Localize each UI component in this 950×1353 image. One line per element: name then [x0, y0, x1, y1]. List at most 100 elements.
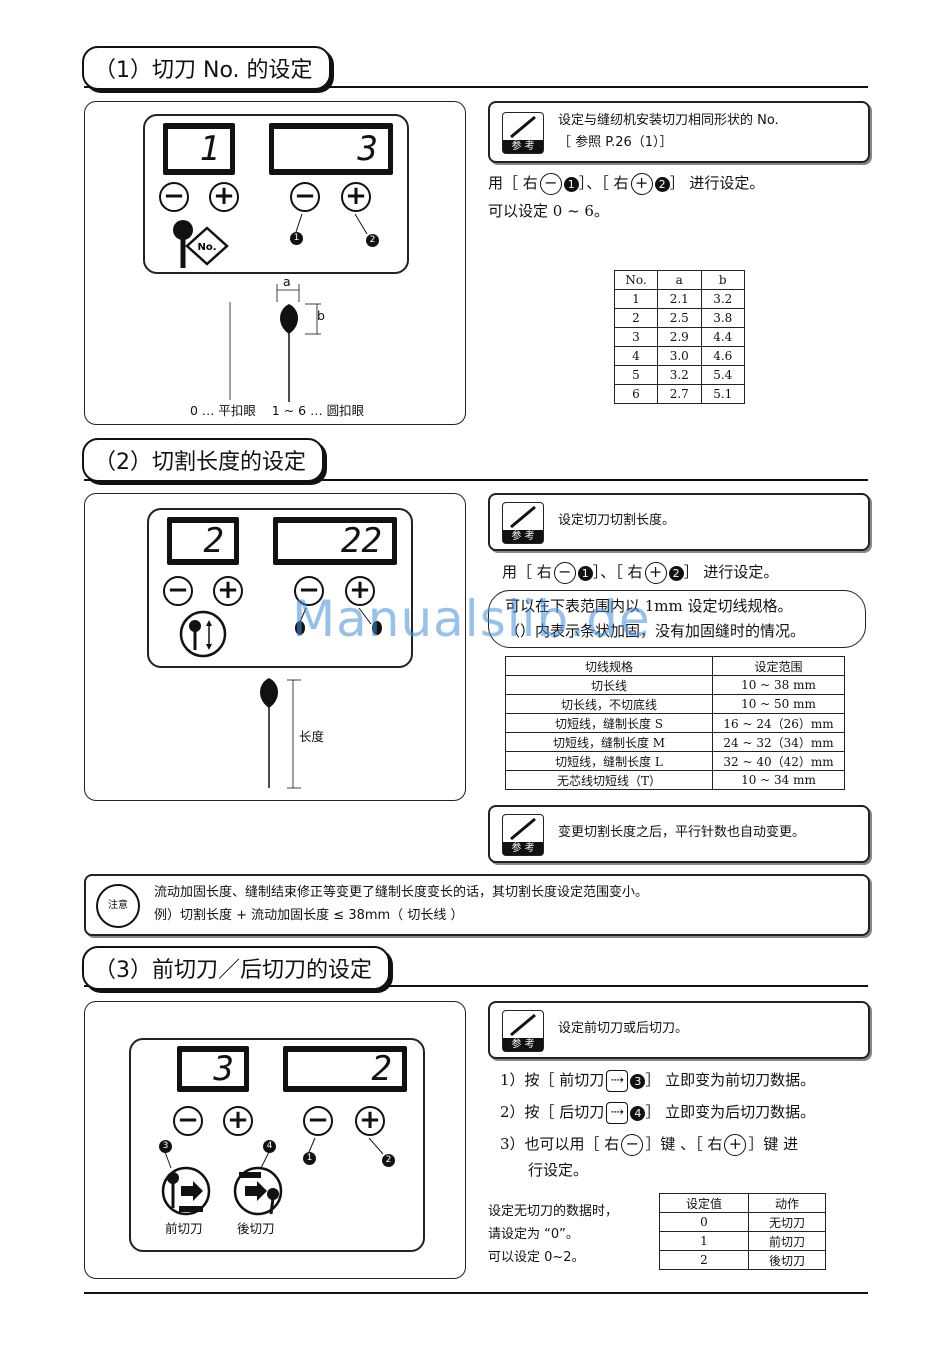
left-plus-button[interactable]: +: [209, 182, 239, 212]
program-display: 2: [167, 517, 239, 565]
marker-2-icon: 2: [668, 565, 684, 581]
section-title: （2）切割长度的设定: [82, 438, 324, 482]
right-minus-button[interactable]: −: [303, 1106, 333, 1136]
value-display: 3: [269, 123, 393, 175]
caution-line-1: 流动加固长度、缝制结束修正等变更了缝制长度变长的话，其切割长度设定范围变小。: [154, 885, 649, 900]
leader-lines: [295, 213, 368, 235]
caution-box: 注意 流动加固长度、缝制结束修正等变更了缝制长度变长的话，其切割长度设定范围变小…: [84, 874, 870, 936]
note-box: 可以在下表范围内以 1mm 设定切线规格。 （）内表示条状加固，没有加固缝时的情…: [488, 590, 866, 648]
marker-2: 2: [366, 234, 379, 247]
step-3: 3）也可以用［ 右−］键 、［ 右+］键 进: [500, 1133, 798, 1156]
right-plus-button[interactable]: +: [341, 182, 371, 212]
figure-panel: 3 2 − + − + 1 2 3 4: [84, 1001, 466, 1279]
step-2: 2）按［ 后切刀⇢4］ 立即变为后切刀数据。: [500, 1101, 815, 1124]
instruction: 用［ 右−1］、［ 右+2］ 进行设定。: [502, 561, 778, 584]
pen-icon: [510, 505, 536, 529]
dim-b-label: b: [317, 308, 325, 323]
right-plus-button[interactable]: +: [345, 576, 375, 606]
left-minus-button[interactable]: −: [173, 1106, 203, 1136]
footer-rule: [84, 1292, 868, 1294]
value-display-value: 22: [278, 523, 392, 559]
program-display: 3: [177, 1046, 249, 1092]
side-note-line: 可以设定 0~2。: [488, 1250, 585, 1265]
rear-knife-small-icon: ⇢: [606, 1102, 629, 1124]
side-note-line: 请设定为 “0”。: [488, 1227, 579, 1242]
plus-icon: +: [644, 562, 667, 584]
knife-no-icon[interactable]: No.: [171, 216, 229, 270]
reference-icon: 参 考: [502, 814, 544, 856]
control-panel: 1 3 − + − + 1 2 No.: [143, 114, 409, 274]
right-minus-button[interactable]: −: [294, 576, 324, 606]
left-minus-button[interactable]: −: [159, 182, 189, 212]
left-plus-button[interactable]: +: [213, 576, 243, 606]
instruction: 用［ 右−1］、［ 右+2］ 进行设定。: [488, 172, 764, 195]
reference-box: 参 考 设定前切刀或后切刀。: [488, 1001, 870, 1059]
front-knife-icon[interactable]: [159, 1164, 213, 1218]
program-display: 1: [163, 123, 235, 175]
caution-line-2: 例）切割长度 + 流动加固长度 ≤ 38mm（ 切长线 ）: [154, 908, 464, 923]
reference-icon: 参 考: [502, 502, 544, 544]
marker-4: 4: [263, 1140, 276, 1153]
minus-icon: −: [539, 173, 562, 195]
marker-2-icon: 2: [654, 176, 670, 192]
reference-line-2: ［ 参照 P.26（1）］: [558, 135, 673, 150]
left-plus-button[interactable]: +: [223, 1106, 253, 1136]
svg-text:No.: No.: [197, 242, 216, 253]
right-minus-button[interactable]: −: [290, 182, 320, 212]
table-header: 动作: [748, 1193, 826, 1213]
marker-3: 3: [159, 1140, 172, 1153]
section-rule: [84, 479, 868, 481]
step-3-cont: 行设定。: [528, 1161, 589, 1179]
knife-caption: 0 … 平扣眼 1 ~ 6 … 圆扣眼: [190, 403, 365, 418]
left-minus-button[interactable]: −: [163, 576, 193, 606]
side-note-line: 设定无切刀的数据时，: [488, 1204, 619, 1219]
reference-box: 参 考 设定与缝纫机安装切刀相同形状的 No. ［ 参照 P.26（1）］: [488, 101, 870, 163]
pen-icon: [510, 1013, 536, 1037]
section-title: （3）前切刀／后切刀的设定: [82, 946, 390, 990]
table-header: 设定范围: [712, 656, 845, 676]
marker-1: 1: [303, 1152, 316, 1165]
reference-box: 参 考 变更切割长度之后，平行针数也自动变更。: [488, 805, 870, 863]
program-display-value: 2: [172, 523, 234, 559]
section-rule: [84, 985, 868, 987]
value-display: 2: [283, 1046, 407, 1092]
note-line-2: （）内表示条状加固，没有加固缝时的情况。: [505, 622, 806, 640]
side-note: 设定无切刀的数据时， 请设定为 “0”。 可以设定 0~2。: [488, 1200, 618, 1269]
knife-diagram: [229, 284, 321, 402]
marker-3-icon: 3: [630, 1073, 646, 1089]
marker-1-icon: 1: [577, 565, 593, 581]
length-label: 长度: [299, 729, 325, 744]
control-panel: 3 2 − + − + 1 2 3 4: [129, 1038, 425, 1252]
table-header: a: [657, 270, 702, 290]
front-knife-small-icon: ⇢: [606, 1070, 629, 1092]
table-header: 切线规格: [505, 656, 713, 676]
minus-icon: −: [621, 1134, 644, 1156]
section-title: （1）切刀 No. 的设定: [82, 46, 331, 90]
reference-icon: 参 考: [502, 112, 544, 154]
program-display-value: 3: [182, 1052, 244, 1086]
marker-1: 1: [290, 232, 303, 245]
front-knife-label: 前切刀: [165, 1221, 203, 1236]
marker-1-icon: 1: [563, 176, 579, 192]
rear-knife-icon[interactable]: [231, 1164, 285, 1218]
range-text: 可以设定 0 ~ 6。: [488, 202, 609, 220]
right-plus-button[interactable]: +: [355, 1106, 385, 1136]
plus-icon: +: [630, 173, 653, 195]
pen-icon: [510, 817, 536, 841]
note-line-1: 可以在下表范围内以 1mm 设定切线规格。: [505, 597, 793, 615]
cut-length-icon[interactable]: [177, 608, 229, 660]
program-display-value: 1: [168, 129, 230, 169]
section-rule: [84, 86, 868, 88]
reference-line-1: 设定与缝纫机安装切刀相同形状的 No.: [558, 113, 779, 128]
